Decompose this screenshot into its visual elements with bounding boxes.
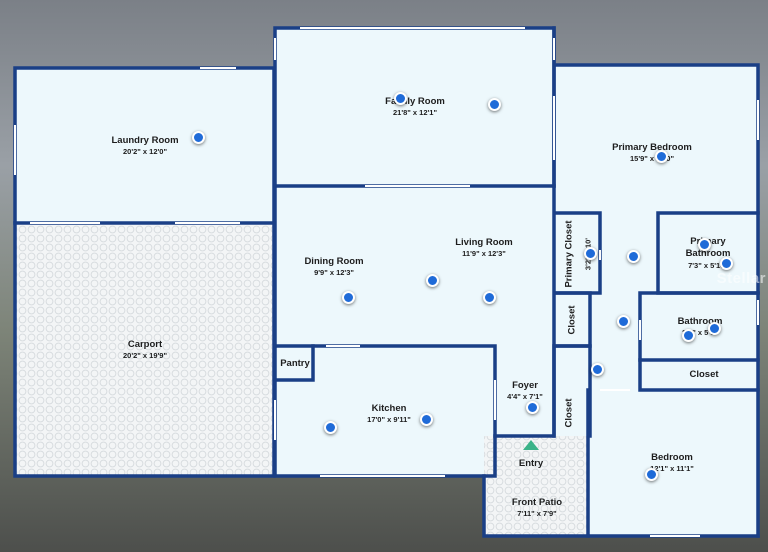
closet-2-label: Closet bbox=[563, 398, 575, 428]
foyer-label: Foyer bbox=[512, 380, 538, 391]
family-room-label: Family Room bbox=[385, 96, 445, 107]
photo-marker[interactable] bbox=[698, 238, 711, 251]
kitchen-label: Kitchen bbox=[371, 403, 407, 414]
front-patio-dimensions: 7'11" x 7'9" bbox=[517, 509, 557, 518]
carport-label: Carport bbox=[127, 339, 163, 350]
primary-bathroom-dimensions: 7'3" x 5'10" bbox=[688, 261, 728, 270]
primary-bedroom-floor bbox=[554, 65, 758, 215]
bedroom-dimensions: 12'1" x 11'1" bbox=[650, 464, 694, 473]
laundry-room-floor bbox=[15, 68, 274, 223]
photo-marker[interactable] bbox=[720, 257, 733, 270]
foyer-dimensions: 4'4" x 7'1" bbox=[507, 392, 543, 401]
watermark: Stellar bbox=[716, 270, 766, 287]
pantry-label: Pantry bbox=[280, 358, 310, 369]
carport-floor bbox=[15, 223, 274, 476]
photo-marker[interactable] bbox=[617, 315, 630, 328]
family-room-floor bbox=[275, 28, 554, 186]
primary-bedroom-label: Primary Bedroom bbox=[612, 142, 692, 153]
photo-marker[interactable] bbox=[682, 329, 695, 342]
living-room-label: Living Room bbox=[455, 237, 513, 248]
dining-room-dimensions: 9'9" x 12'3" bbox=[314, 268, 354, 277]
photo-marker[interactable] bbox=[324, 421, 337, 434]
photo-marker[interactable] bbox=[426, 274, 439, 287]
windows bbox=[14, 27, 759, 537]
photo-marker[interactable] bbox=[708, 322, 721, 335]
bedroom-label: Bedroom bbox=[651, 452, 693, 463]
foyer-walls bbox=[493, 344, 592, 438]
closet-1-label: Closet bbox=[566, 305, 578, 335]
primary-bedroom-dimensions: 15'9" x 14'0" bbox=[629, 154, 675, 163]
closet-3-label: Closet bbox=[689, 369, 719, 380]
laundry-room-label: Laundry Room bbox=[111, 135, 179, 146]
photo-marker[interactable] bbox=[645, 468, 658, 481]
laundry-room-dimensions: 20'2" x 12'0" bbox=[122, 147, 168, 156]
photo-marker[interactable] bbox=[627, 250, 640, 263]
primary-closet-label: Primary Closet bbox=[563, 220, 575, 288]
living-dining-floor bbox=[275, 186, 554, 346]
front-patio-label: Front Patio bbox=[511, 497, 563, 508]
bathroom-label: Bathroom bbox=[677, 316, 723, 327]
photo-marker[interactable] bbox=[192, 131, 205, 144]
photo-marker[interactable] bbox=[584, 247, 597, 260]
right-wing-floor bbox=[554, 213, 758, 393]
photo-marker[interactable] bbox=[342, 291, 355, 304]
front-patio-floor bbox=[484, 436, 588, 536]
living-room-dimensions: 11'9" x 12'3" bbox=[462, 249, 506, 258]
photo-marker[interactable] bbox=[591, 363, 604, 376]
photo-marker[interactable] bbox=[655, 150, 668, 163]
photo-marker[interactable] bbox=[394, 92, 407, 105]
photo-marker[interactable] bbox=[526, 401, 539, 414]
photo-marker[interactable] bbox=[488, 98, 501, 111]
bathroom-dimensions: 8'0" x 5'0" bbox=[682, 328, 718, 337]
entry-label: Entry bbox=[518, 458, 544, 469]
photo-marker[interactable] bbox=[483, 291, 496, 304]
room-floors bbox=[15, 28, 758, 536]
kitchen-dimensions: 17'0" x 9'11" bbox=[367, 415, 411, 424]
pantry-walls bbox=[273, 344, 315, 382]
dining-room-label: Dining Room bbox=[304, 256, 364, 267]
front-patio-walls bbox=[482, 474, 590, 538]
family-room-dimensions: 21'8" x 12'1" bbox=[392, 108, 438, 117]
carport-dimensions: 20'2" x 19'9" bbox=[122, 351, 168, 360]
entry-arrow-icon bbox=[523, 440, 539, 450]
bedroom-floor bbox=[588, 390, 758, 536]
closet-3-walls bbox=[638, 358, 760, 392]
photo-marker[interactable] bbox=[420, 413, 433, 426]
